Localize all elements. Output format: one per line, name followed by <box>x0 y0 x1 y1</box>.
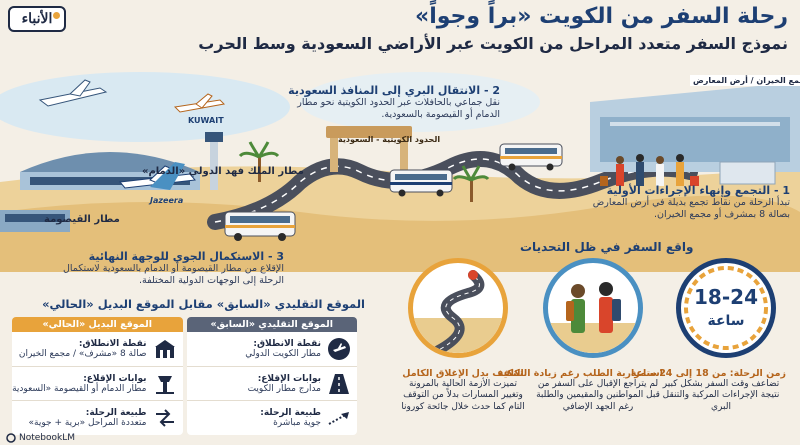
journey-illustration <box>0 62 800 272</box>
airplane-icon <box>38 79 108 107</box>
kuwait-airways-logo: KUWAIT <box>188 116 224 125</box>
challenges-title: واقع السفر في ظل التحديات <box>520 240 694 254</box>
clock-icon: 18-24 ساعة <box>676 258 776 358</box>
challenge-desc: لم يتراجع الإقبال على السفر من قبل الموا… <box>536 379 660 412</box>
jazeera-airways-logo: Jazeera <box>150 196 184 205</box>
step-3: 3 - الاستكمال الجوي للوجهة النهائية الإق… <box>62 250 284 288</box>
border-sign: الحدود الكويتية - السعودية <box>338 135 441 144</box>
row-label: بوابات الإقلاع: <box>257 373 321 384</box>
dune-shape <box>0 195 800 272</box>
travelers-icon <box>600 154 699 186</box>
challenge-desc: تضاعف وقت السفر بشكل كبير نتيجة الإجراءا… <box>662 379 780 412</box>
label-qaisumah-airport: مطار القيصومة <box>44 214 120 225</box>
challenge-desc: تميزت الأزمة الحالية بالمرونة وتغيير الم… <box>401 379 525 412</box>
header: الأنباء رحلة السفر من الكويت «براً وجواً… <box>0 0 800 62</box>
notebooklm-icon <box>6 433 16 443</box>
runway-icon <box>329 373 349 394</box>
table-row: طبيعة الرحلة:جوية مباشرة <box>187 401 358 435</box>
winding-road-icon <box>408 258 508 358</box>
column-traditional: الموقع التقليدي «السابق» نقطة الانطلاق:م… <box>186 317 358 435</box>
bus-icon <box>389 169 453 197</box>
challenge-title: التكيف بدل الإغلاق الكامل <box>402 368 524 379</box>
row-value: مطار الكويت الدولي <box>245 348 321 359</box>
brand-logo: الأنباء <box>8 6 66 32</box>
row-label: طبيعة الرحلة: <box>85 408 147 419</box>
brand-logo-text: الأنباء <box>21 11 53 27</box>
travelers-group-icon <box>543 258 643 358</box>
cloud-shape <box>300 72 540 132</box>
border-gate-icon <box>326 126 412 172</box>
row-value: جوية مباشرة <box>273 418 321 429</box>
footer-brand-text: NotebookLM <box>19 433 76 443</box>
table-row: نقطة الانطلاق:صالة 8 «مشرف» / مجمع الخير… <box>12 332 183 367</box>
direct-flight-icon <box>328 412 349 426</box>
step-title: 3 - الاستكمال الجوي للوجهة النهائية <box>88 250 284 263</box>
step-title: 2 - الانتقال البري إلى المنافذ السعودية <box>288 84 500 97</box>
bus-icon <box>224 211 296 241</box>
column-header: الموقع البديل «الحالي» <box>12 317 183 332</box>
gathering-hall-icon <box>590 82 800 172</box>
step-text: الإقلاع من مطار القيصومة أو الدمام بالسع… <box>62 263 284 287</box>
challenge-title: زمن الرحلة: من 18 إلى 24 ساعة <box>630 368 786 379</box>
column-header: الموقع التقليدي «السابق» <box>186 317 357 332</box>
challenge-duration: 18-24 ساعة زمن الرحلة: من 18 إلى 24 ساعة… <box>631 258 786 412</box>
row-label: نقطة الانطلاق: <box>78 338 147 349</box>
comparison-table: الموقع البديل «الحالي» نقطة الانطلاق:صال… <box>12 317 357 435</box>
footer-brand: NotebookLM <box>6 433 75 443</box>
route-arrows-icon <box>155 409 174 427</box>
airplane-icon <box>173 93 226 113</box>
bus-icon <box>499 143 563 171</box>
building-icon <box>154 339 175 358</box>
table-row: طبيعة الرحلة:متعددة المراحل «برية + جوية… <box>12 401 183 435</box>
row-label: بوابات الإقلاع: <box>83 373 147 384</box>
step-text: نقل جماعي بالحافلات عبر الحدود الكويتية … <box>297 97 500 121</box>
row-value: صالة 8 «مشرف» / مجمع الخيران <box>18 348 147 359</box>
table-row: بوابات الإقلاع:مدارج مطار الكويت <box>186 367 357 402</box>
checkin-desk-icon <box>719 161 776 185</box>
terminal-building-icon <box>0 210 70 232</box>
palm-tree-icon <box>238 141 280 182</box>
journey-scene: KUWAIT Jazeera مطار الملك فهد الدولي «ال… <box>0 62 800 286</box>
palm-tree-icon <box>452 165 490 202</box>
step-2: 2 - الانتقال البري إلى المنافذ السعودية … <box>288 84 500 122</box>
step-1: 1 - التجمع وإنهاء الإجراءات الأولية تبدأ… <box>578 184 790 222</box>
airplane-icon <box>328 337 350 360</box>
road-markings <box>214 158 691 223</box>
row-value: مدارج مطار الكويت <box>247 383 321 394</box>
compare-title: الموقع التقليدي «السابق» مقابل الموقع ال… <box>42 297 365 311</box>
cloud-shape <box>0 72 290 142</box>
column-alternative: الموقع البديل «الحالي» نقطة الانطلاق:صال… <box>12 317 183 435</box>
clock-unit: ساعة <box>707 313 745 329</box>
challenge-demand: استمرارية الطلب رغم زيادة التكلفة لم يتر… <box>498 258 663 412</box>
step-title: 1 - التجمع وإنهاء الإجراءات الأولية <box>606 184 790 197</box>
row-label: نقطة الانطلاق: <box>253 338 321 349</box>
row-label: طبيعة الرحلة: <box>260 408 321 419</box>
control-tower-icon <box>155 375 174 394</box>
step-text: تبدأ الرحلة من نقاط تجمع بديلة في أرض ال… <box>592 197 790 221</box>
row-value: مطار الدمام أو القيصومة «السعودية» <box>12 383 147 394</box>
logo-dot-icon <box>53 12 60 19</box>
clock-number: 18-24 <box>694 285 758 309</box>
gathering-sign: مجمع الخيران / أرض المعارض <box>690 75 800 86</box>
jazeera-tail-icon <box>150 162 185 190</box>
row-value: متعددة المراحل «برية + جوية» <box>28 418 147 429</box>
table-row: بوابات الإقلاع:مطار الدمام أو القيصومة «… <box>12 367 183 402</box>
challenge-adaptation: التكيف بدل الإغلاق الكامل تميزت الأزمة ا… <box>401 258 525 412</box>
table-row: نقطة الانطلاق:مطار الكويت الدولي <box>186 332 357 367</box>
page-title: رحلة السفر من الكويت «براً وجواً» <box>415 4 788 29</box>
label-king-fahd-airport: مطار الملك فهد الدولي «الدمام» <box>142 166 304 177</box>
challenge-title: استمرارية الطلب رغم زيادة التكلفة <box>497 368 663 379</box>
page-subtitle: نموذج السفر متعدد المراحل من الكويت عبر … <box>198 34 788 53</box>
